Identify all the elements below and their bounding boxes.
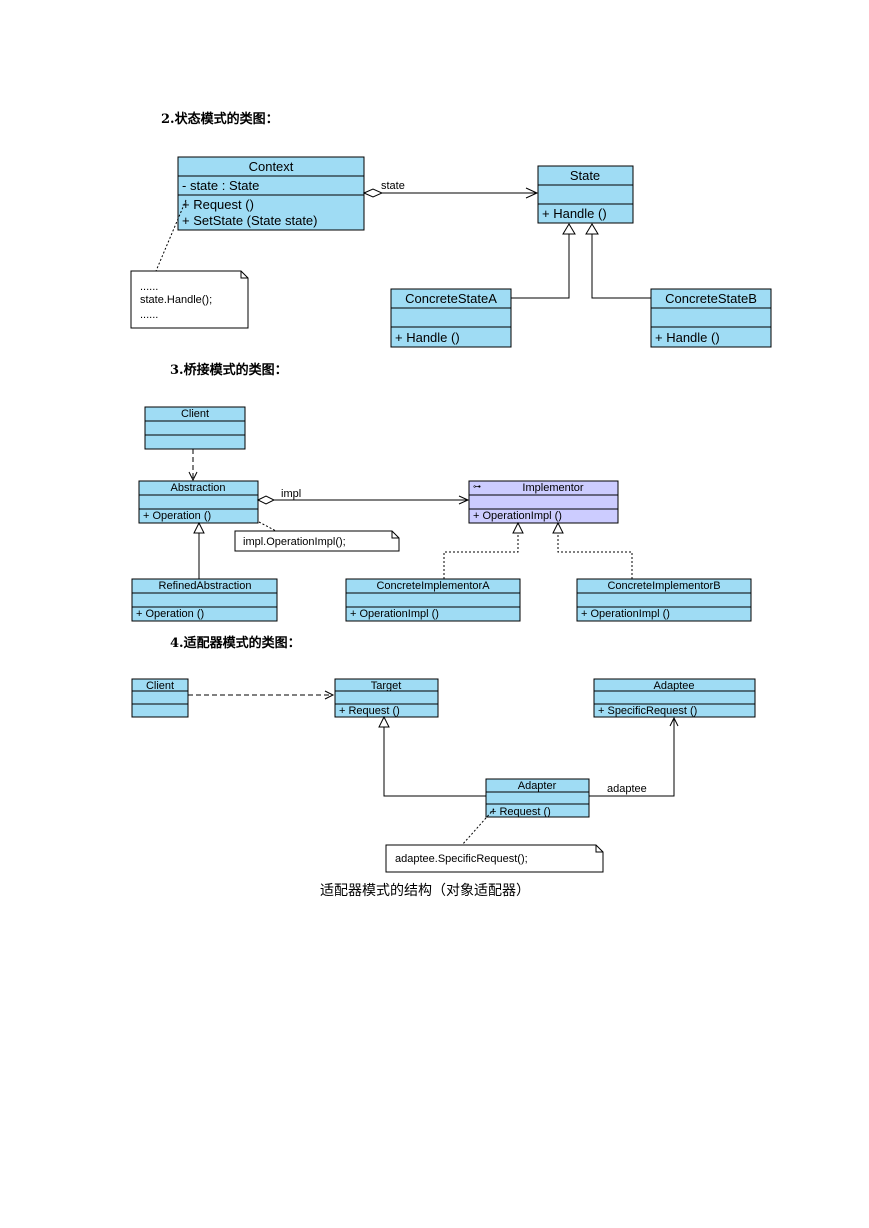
state-class-name: State: [570, 168, 600, 183]
concrete-implementor-a-operation: + OperationImpl (): [350, 608, 439, 620]
target-class: Target + Request (): [334, 678, 439, 718]
context-operation-request: + Request (): [182, 197, 254, 212]
client-abstraction-dependency: [188, 449, 198, 482]
bridge-client-name: Client: [181, 408, 209, 420]
impl-association-label: impl: [281, 488, 301, 500]
concrete-implementor-a-name: ConcreteImplementorA: [376, 580, 490, 592]
state-operation-handle: + Handle (): [542, 206, 607, 221]
adapter-diagram-caption: 适配器模式的结构（对象适配器）: [320, 883, 530, 899]
abstraction-operation: + Operation (): [143, 510, 211, 522]
concrete-state-b-operation: + Handle (): [655, 330, 720, 345]
adapter-name: Adapter: [518, 780, 557, 792]
state-note-line2: state.Handle();: [140, 294, 212, 306]
state-note: ...... state.Handle(); ......: [130, 199, 249, 329]
concrete-state-a-operation: + Handle (): [395, 330, 460, 345]
concrete-state-a-name: ConcreteStateA: [405, 291, 497, 306]
target-name: Target: [371, 680, 402, 692]
concrete-implementor-a-class: ConcreteImplementorA + OperationImpl (): [345, 578, 521, 622]
adapter-note: adaptee.SpecificRequest();: [385, 808, 604, 873]
adaptee-operation: + SpecificRequest (): [598, 705, 697, 717]
adapter-class: Adapter + Request (): [485, 778, 590, 818]
refined-abstraction-class: RefinedAbstraction + Operation (): [131, 578, 278, 622]
adaptee-name: Adaptee: [654, 680, 695, 692]
concrete-implementor-b-operation: + OperationImpl (): [581, 608, 670, 620]
state-note-line1: ......: [140, 281, 158, 293]
adapter-target-generalization: [378, 715, 486, 797]
implementor-operation: + OperationImpl (): [473, 510, 562, 522]
impl-association: impl: [256, 488, 470, 505]
adaptee-class: Adaptee + SpecificRequest (): [593, 678, 756, 718]
implementor-class: ⊶ Implementor + OperationImpl (): [468, 480, 619, 524]
state-pattern-heading: 2.状态模式的类图：: [161, 112, 279, 127]
state-association-label: state: [381, 180, 405, 192]
refined-abstraction-operation: + Operation (): [136, 608, 204, 620]
client-target-dependency: [188, 690, 335, 700]
state-note-line3: ......: [140, 309, 158, 321]
state-pattern-diagram: Context - state : State + Request () + S…: [130, 156, 772, 348]
concrete-state-b-class: ConcreteStateB + Handle (): [650, 288, 772, 348]
bridge-client-class: Client: [144, 406, 246, 450]
concrete-implementor-b-class: ConcreteImplementorB + OperationImpl (): [576, 578, 752, 622]
concrete-state-a-class: ConcreteStateA + Handle (): [390, 288, 512, 348]
bridge-note: impl.OperationImpl();: [234, 521, 400, 552]
bridge-pattern-heading: 3.桥接模式的类图：: [170, 363, 288, 378]
bridge-pattern-diagram: Client Abstraction + Operation () ⊶ Impl…: [131, 406, 752, 622]
concrete-state-b-name: ConcreteStateB: [665, 291, 757, 306]
context-attribute: - state : State: [182, 178, 259, 193]
state-class: State + Handle (): [537, 165, 634, 224]
state-association: state: [362, 180, 539, 199]
bridge-note-text: impl.OperationImpl();: [243, 536, 346, 548]
adapter-operation: + Request (): [490, 806, 551, 818]
refined-abstraction-name: RefinedAbstraction: [159, 580, 252, 592]
abstraction-class: Abstraction + Operation (): [138, 480, 259, 524]
target-operation: + Request (): [339, 705, 400, 717]
adapter-client-class: Client: [131, 678, 189, 718]
concrete-state-a-generalization: [511, 223, 576, 299]
adaptee-association: adaptee: [589, 716, 679, 797]
context-class-name: Context: [249, 159, 294, 174]
interface-marker-icon: ⊶: [473, 482, 481, 491]
context-class: Context - state : State + Request () + S…: [177, 156, 365, 231]
implementor-b-realization: [552, 521, 633, 579]
adapter-pattern-diagram: Client Target + Request () Adaptee + Spe…: [131, 678, 756, 873]
adapter-client-name: Client: [146, 680, 174, 692]
implementor-a-realization: [443, 521, 524, 579]
adapter-note-text: adaptee.SpecificRequest();: [395, 853, 528, 865]
concrete-state-b-generalization: [585, 223, 651, 299]
concrete-implementor-b-name: ConcreteImplementorB: [607, 580, 720, 592]
context-operation-setstate: + SetState (State state): [182, 213, 318, 228]
refined-abstraction-generalization: [193, 521, 205, 579]
abstraction-name: Abstraction: [170, 482, 225, 494]
adapter-pattern-heading: 4.适配器模式的类图：: [170, 636, 301, 651]
implementor-name: Implementor: [522, 482, 583, 494]
adaptee-association-label: adaptee: [607, 783, 647, 795]
